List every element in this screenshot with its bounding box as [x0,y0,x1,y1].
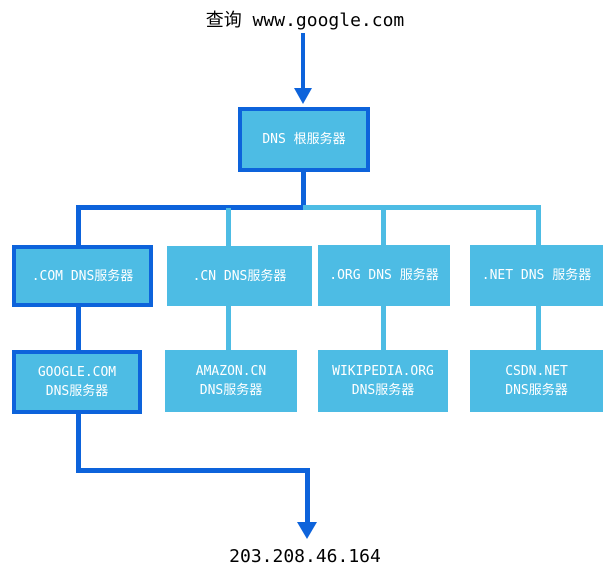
connector-root-to-trunk [301,172,306,209]
auth-wikipedia-line2: DNS服务器 [351,383,415,398]
connector-org-to-wikipedia [381,305,386,351]
connector-result-vertical [305,468,310,522]
root-server-box: DNS 根服务器 [238,107,370,172]
connector-trunk-to-cn [226,208,231,247]
connector-trunk-left-highlighted [76,205,306,210]
auth-amazon-line1: AMAZON.CN [195,364,267,379]
query-title: 查询 www.google.com [205,10,405,31]
auth-amazon-server-box: AMAZON.CN DNS服务器 [165,350,297,412]
root-server-label: DNS 根服务器 [262,132,346,147]
auth-amazon-line2: DNS服务器 [199,383,263,398]
connector-trunk-right [303,205,541,210]
tld-com-server-box: .COM DNS服务器 [12,245,153,307]
auth-google-server-box: GOOGLE.COM DNS服务器 [12,350,142,414]
tld-net-server-box: .NET DNS 服务器 [470,245,603,306]
result-arrow-down-icon [297,522,317,539]
connector-com-to-google [76,306,81,351]
connector-cn-to-amazon [226,305,231,351]
auth-wikipedia-server-box: WIKIPEDIA.ORG DNS服务器 [318,350,448,412]
result-ip-address: 203.208.46.164 [229,546,381,567]
connector-result-horizontal [76,468,310,473]
connector-net-to-csdn [536,305,541,351]
tld-cn-label: .CN DNS服务器 [192,268,287,284]
connector-google-down [76,413,81,473]
auth-google-line2: DNS服务器 [45,384,109,399]
tld-cn-server-box: .CN DNS服务器 [167,246,312,306]
connector-trunk-to-org [381,208,386,246]
query-arrow-shaft [301,33,305,90]
tld-net-label: .NET DNS 服务器 [481,268,592,283]
tld-com-label: .COM DNS服务器 [31,268,134,284]
connector-trunk-to-com [76,205,81,245]
auth-google-line1: GOOGLE.COM [37,365,117,380]
auth-csdn-line2: DNS服务器 [505,383,568,398]
query-arrow-down-icon [294,88,312,104]
tld-org-server-box: .ORG DNS 服务器 [318,245,450,306]
connector-trunk-to-net [536,208,541,246]
auth-csdn-server-box: CSDN.NET DNS服务器 [470,350,603,412]
auth-wikipedia-line1: WIKIPEDIA.ORG [332,364,434,379]
tld-org-label: .ORG DNS 服务器 [329,268,439,283]
auth-csdn-line1: CSDN.NET [505,364,568,379]
